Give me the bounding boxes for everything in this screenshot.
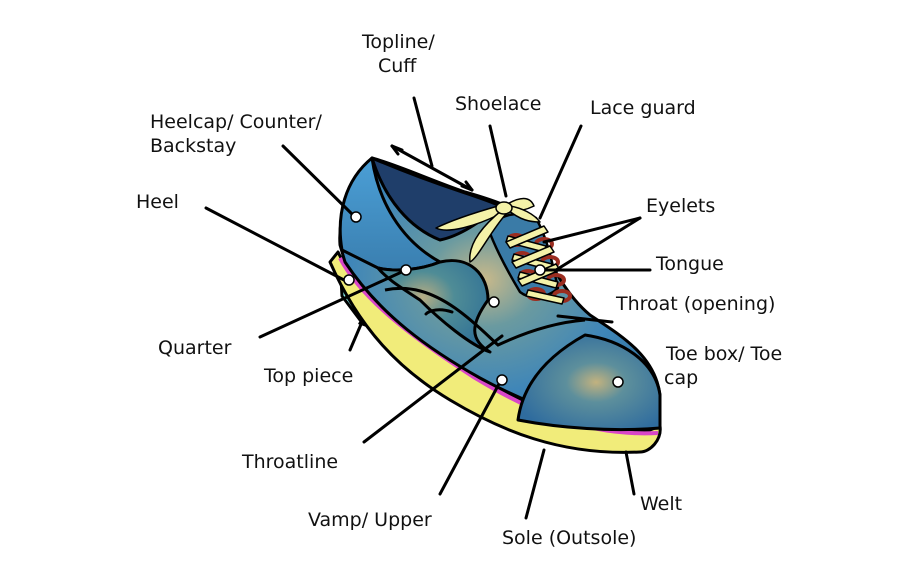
label-toe-box: Toe box/ Toe (665, 343, 782, 365)
shoe-illustration (328, 156, 662, 454)
label-eyelets: Eyelets (646, 195, 715, 217)
quarter-panel (376, 259, 492, 354)
labels: Topline/ Cuff Shoelace Lace guard Heelca… (136, 31, 782, 549)
label-shoelace: Shoelace (455, 93, 541, 115)
label-tongue: Tongue (655, 253, 724, 275)
label-lace-guard: Lace guard (590, 97, 696, 119)
label-heel: Heel (136, 191, 179, 213)
shoelace (435, 197, 565, 305)
label-quarter: Quarter (158, 337, 232, 359)
label-vamp: Vamp/ Upper (308, 509, 432, 531)
label-sole: Sole (Outsole) (502, 527, 636, 549)
label-cuff: Cuff (378, 55, 417, 77)
toe-cap (516, 333, 662, 432)
leader-lines (204, 96, 652, 520)
label-toe-cap: cap (664, 367, 698, 389)
label-heelcap: Heelcap/ Counter/ (150, 111, 322, 133)
marker-heelcap (350, 211, 362, 223)
label-welt: Welt (640, 493, 682, 515)
label-throat-opening: Throat (opening) (615, 293, 775, 315)
throatline-seam (384, 286, 586, 347)
label-backstay: Backstay (150, 135, 236, 157)
marker-vamp (496, 374, 508, 386)
marker-toe-box (612, 376, 624, 388)
label-throatline: Throatline (241, 451, 338, 473)
marker-tongue (534, 264, 546, 276)
label-topline: Topline/ (361, 31, 435, 53)
marker-shoelace (488, 296, 500, 308)
marker-heel (343, 274, 355, 286)
marker-dots (343, 211, 624, 388)
label-top-piece: Top piece (263, 365, 353, 387)
marker-quarter (400, 264, 412, 276)
